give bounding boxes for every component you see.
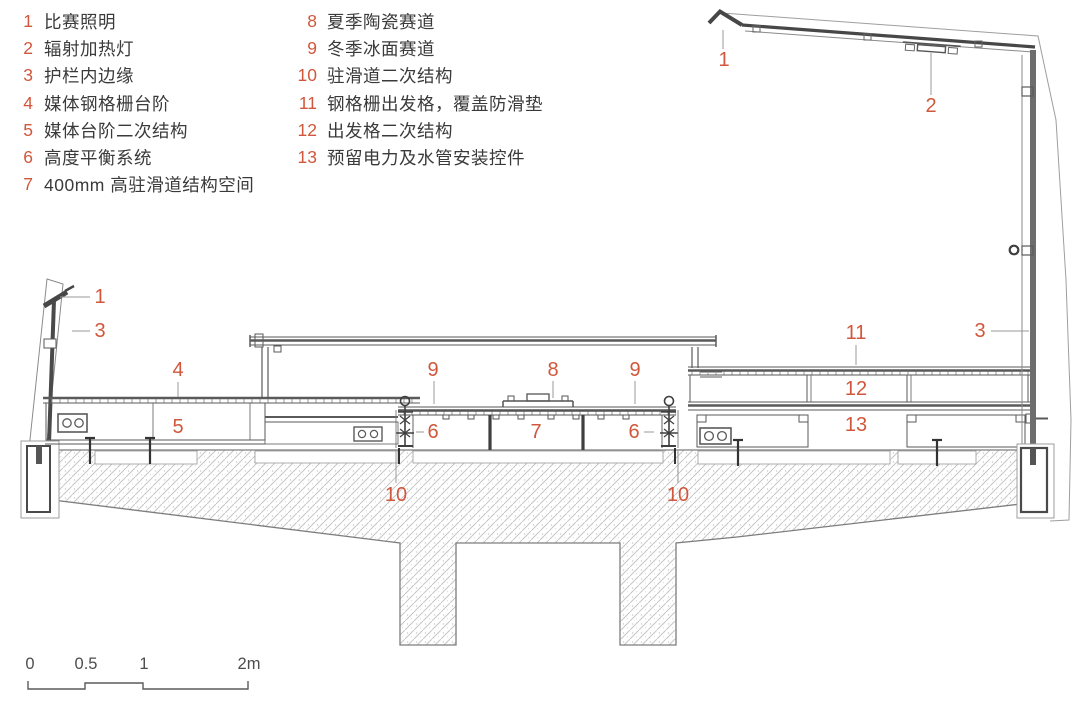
legend-number: 1 xyxy=(23,11,33,32)
legend-number: 4 xyxy=(23,92,33,113)
legend-number: 8 xyxy=(307,11,317,32)
right-post-and-fence xyxy=(721,12,1072,522)
legend-item: 5 媒体台阶二次结构 xyxy=(10,117,254,144)
legend-item: 9 冬季冰面赛道 xyxy=(290,35,543,62)
legend-number: 10 xyxy=(297,65,317,86)
legend-label: 驻滑道二次结构 xyxy=(327,66,453,87)
anchor-bolts xyxy=(85,436,942,466)
callout-ice-track-right: 9 xyxy=(629,359,641,381)
scale-tick-2m: 2m xyxy=(237,654,261,673)
legend-number: 11 xyxy=(298,92,317,113)
roof-hook xyxy=(707,8,744,27)
legend-item: 7 400mm 高驻滑道结构空间 xyxy=(10,171,254,198)
leader-lines xyxy=(60,30,1029,483)
legend-number: 9 xyxy=(307,38,317,59)
callout-track-substructure-left: 10 xyxy=(384,484,408,506)
callout-fence-inner-edge: 3 xyxy=(974,320,986,342)
callout-media-steps-substructure: 5 xyxy=(172,416,184,438)
legend-item: 1 比赛照明 xyxy=(10,8,254,35)
legend-number: 12 xyxy=(297,119,317,140)
barrier-inner-edge xyxy=(47,299,56,444)
legend-label: 冬季冰面赛道 xyxy=(327,39,435,60)
roof-canopy xyxy=(707,8,1036,55)
legend-column-2: 8 夏季陶瓷赛道 9 冬季冰面赛道 10 驻滑道二次结构 11 钢格栅出发格，覆盖防滑垫… xyxy=(290,8,543,171)
legend-number: 5 xyxy=(23,119,33,140)
conduit-box-icon xyxy=(699,427,732,445)
legend-column-1: 1 比赛照明 2 辐射加热灯 3 护栏内边缘 4 媒体钢格栅台阶 5 媒体台阶二次结构 6… xyxy=(10,8,254,198)
legend-label: 护栏内边缘 xyxy=(44,66,134,87)
legend-number: 7 xyxy=(23,174,33,195)
callout-ice-track-left: 9 xyxy=(427,359,439,381)
legend-label: 钢格栅出发格，覆盖防滑垫 xyxy=(327,93,543,114)
race-light-icon xyxy=(42,289,69,309)
legend-label: 夏季陶瓷赛道 xyxy=(327,12,435,33)
track-assembly xyxy=(398,393,676,450)
left-barrier xyxy=(20,278,75,519)
legend-label: 辐射加热灯 xyxy=(44,39,134,60)
legend-number: 13 xyxy=(297,147,317,168)
legend-label: 高度平衡系统 xyxy=(44,148,152,169)
callout-radiant-heater: 2 xyxy=(925,95,937,117)
legend-item: 6 高度平衡系统 xyxy=(10,144,254,171)
scale-bar-line xyxy=(27,681,249,690)
radiant-heater-icon xyxy=(902,41,961,55)
callout-ceramic-track: 8 xyxy=(547,359,559,381)
legend-label: 400mm 高驻滑道结构空间 xyxy=(44,175,255,196)
legend-label: 媒体钢格栅台阶 xyxy=(44,93,170,114)
concrete-pockets xyxy=(94,450,977,465)
legend-item: 10 驻滑道二次结构 xyxy=(290,62,543,89)
callout-utility-reserve: 13 xyxy=(844,414,868,436)
media-steps xyxy=(43,396,420,445)
callout-jack-right: 6 xyxy=(628,421,640,443)
height-balance-jacks xyxy=(395,395,679,448)
conduit-box-icon xyxy=(57,413,88,433)
start-grid-structure xyxy=(688,366,1048,448)
legend-number: 2 xyxy=(23,38,33,59)
scale-tick-05: 0.5 xyxy=(74,654,98,673)
jack-left xyxy=(395,395,414,448)
legend-item: 12 出发格二次结构 xyxy=(290,117,543,144)
concrete-base xyxy=(47,449,1022,646)
callout-jack-left: 6 xyxy=(427,421,439,443)
callout-roof-light: 1 xyxy=(718,49,730,71)
legend-item: 8 夏季陶瓷赛道 xyxy=(290,8,543,35)
track-canopy xyxy=(249,333,722,398)
legend-item: 13 预留电力及水管安装控件 xyxy=(290,144,543,171)
legend-label: 媒体台阶二次结构 xyxy=(44,120,188,141)
scale-tick-1: 1 xyxy=(139,654,149,673)
legend-item: 2 辐射加热灯 xyxy=(10,35,254,62)
legend-label: 出发格二次结构 xyxy=(327,120,453,141)
legend-item: 4 媒体钢格栅台阶 xyxy=(10,90,254,117)
legend-item: 3 护栏内边缘 xyxy=(10,62,254,89)
callout-structure-space: 7 xyxy=(530,421,542,443)
legend-number: 3 xyxy=(23,65,33,86)
callout-barrier-inner-edge: 3 xyxy=(94,320,106,342)
legend-item: 11 钢格栅出发格，覆盖防滑垫 xyxy=(290,90,543,117)
callout-start-grid-grating: 11 xyxy=(845,322,867,344)
legend-number: 6 xyxy=(23,147,33,168)
jack-right xyxy=(660,395,679,448)
callout-media-steps: 4 xyxy=(172,359,184,381)
conduit-box-icon xyxy=(353,426,383,442)
legend-label: 比赛照明 xyxy=(44,12,116,33)
scale-tick-0: 0 xyxy=(25,654,35,673)
callout-track-substructure-right: 10 xyxy=(666,484,690,506)
legend-label: 预留电力及水管安装控件 xyxy=(327,148,525,169)
callout-barrier-light: 1 xyxy=(94,286,106,308)
track-clips xyxy=(442,414,630,420)
callout-start-grid-substructure: 12 xyxy=(844,378,868,400)
